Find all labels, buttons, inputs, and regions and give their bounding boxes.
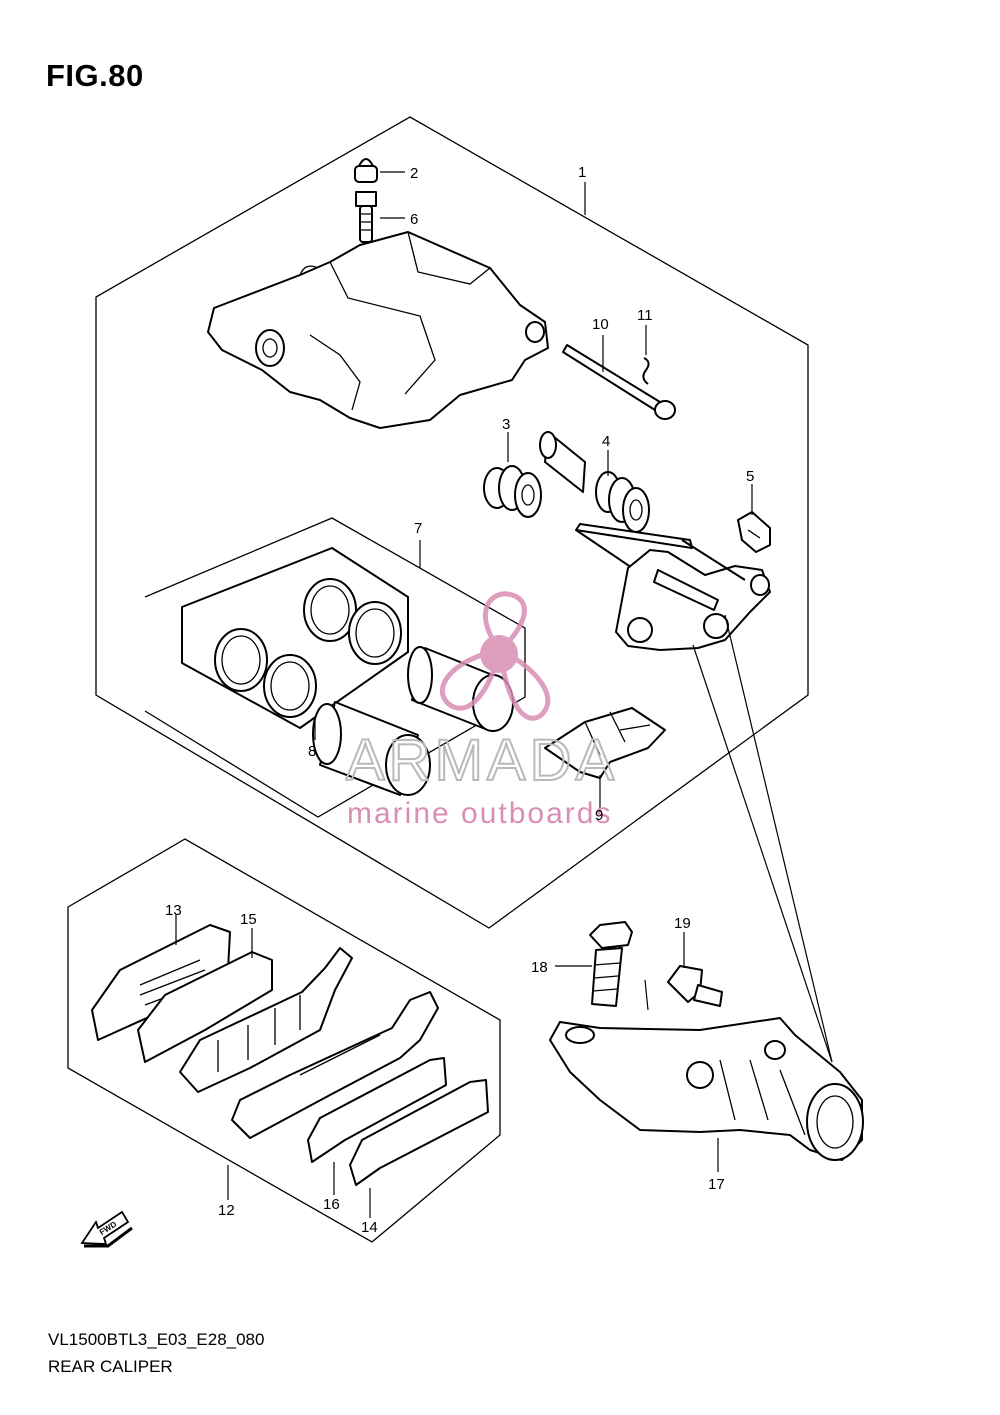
diagram-code: VL1500BTL3_E03_E28_080 <box>48 1330 265 1349</box>
caliper-pin <box>562 344 676 420</box>
seal-rings <box>181 547 409 729</box>
figure-title: FIG.80 <box>46 58 144 93</box>
callout-1: 1 <box>578 164 586 181</box>
callout-15: 15 <box>240 911 257 928</box>
bleeder-cap <box>354 158 378 183</box>
callout-8: 8 <box>308 743 316 760</box>
callout-5: 5 <box>746 468 754 485</box>
propeller-logo <box>439 591 551 721</box>
boot-3 <box>483 465 542 518</box>
watermark-tagline: marine outboards <box>347 797 612 830</box>
forward-arrow-icon: FWD <box>80 1210 133 1248</box>
callout-18: 18 <box>531 959 548 976</box>
callout-13: 13 <box>165 902 182 919</box>
callout-10: 10 <box>592 316 609 333</box>
brake-pad-16 <box>231 991 439 1139</box>
callout-17: 17 <box>708 1176 725 1193</box>
callout-numbers: 2 1 6 10 11 3 4 5 7 8 9 13 15 19 18 17 1… <box>165 164 754 1236</box>
caliper-assembly-frame <box>95 116 809 929</box>
pad-set-frame <box>67 838 501 1243</box>
callout-14: 14 <box>361 1219 378 1236</box>
callout-9: 9 <box>595 807 603 824</box>
bleeder-valve <box>355 191 377 243</box>
callout-2: 2 <box>410 165 418 182</box>
callout-19: 19 <box>674 915 691 932</box>
callout-11: 11 <box>637 307 653 324</box>
watermark: ARMADA marine outboards <box>345 591 618 830</box>
callout-4: 4 <box>602 433 610 450</box>
stud-bolt <box>667 965 723 1007</box>
callout-16: 16 <box>323 1196 340 1213</box>
watermark-brand: ARMADA <box>346 728 618 793</box>
callout-3: 3 <box>502 416 510 433</box>
pad-spring-clip <box>737 511 771 553</box>
callout-12: 12 <box>218 1202 235 1219</box>
pad-spring-plate <box>544 707 666 779</box>
brake-pad-16b <box>307 1057 447 1163</box>
diagram-name: REAR CALIPER <box>48 1357 173 1376</box>
pin-clip <box>642 357 650 385</box>
boot-4 <box>539 431 650 533</box>
callout-7: 7 <box>414 520 422 537</box>
caliper-body <box>207 231 549 429</box>
callout-6: 6 <box>410 211 418 228</box>
leader-lines <box>175 171 833 1218</box>
caliper-bracket <box>575 523 771 651</box>
brake-pad-15 <box>137 951 273 1063</box>
caliper-bracket-arm <box>549 1017 864 1161</box>
brake-pad-14 <box>349 1079 489 1186</box>
bracket-bolt <box>589 921 633 1007</box>
brake-pad-plate <box>179 947 353 1093</box>
brake-pad-13 <box>91 924 231 1041</box>
piston-left <box>312 701 431 796</box>
